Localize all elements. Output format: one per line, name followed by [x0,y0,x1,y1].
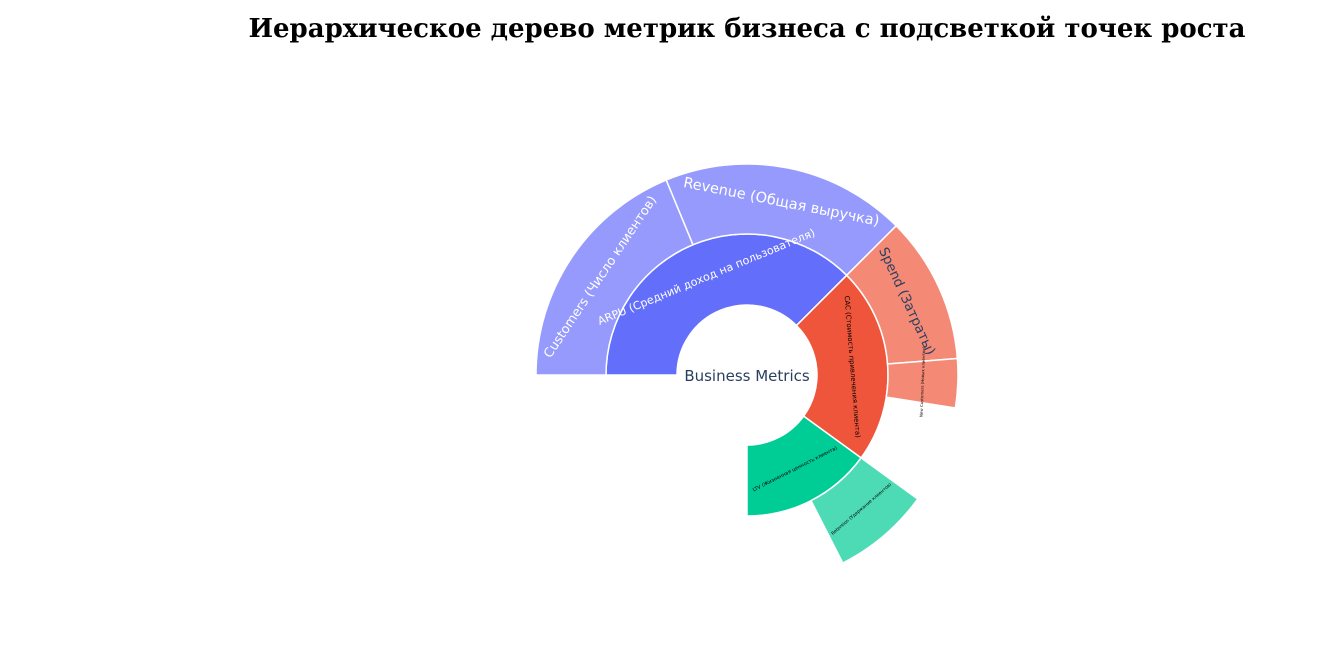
root-label: Business Metrics [684,367,810,385]
chart-title: Иерархическое дерево метрик бизнеса с по… [248,14,1246,44]
label-new_customers: New Customers (Новых клиентов) [918,346,926,417]
sunburst-segments [535,163,959,565]
segment-retention[interactable] [810,456,919,565]
segment-new_customers[interactable] [885,357,959,409]
